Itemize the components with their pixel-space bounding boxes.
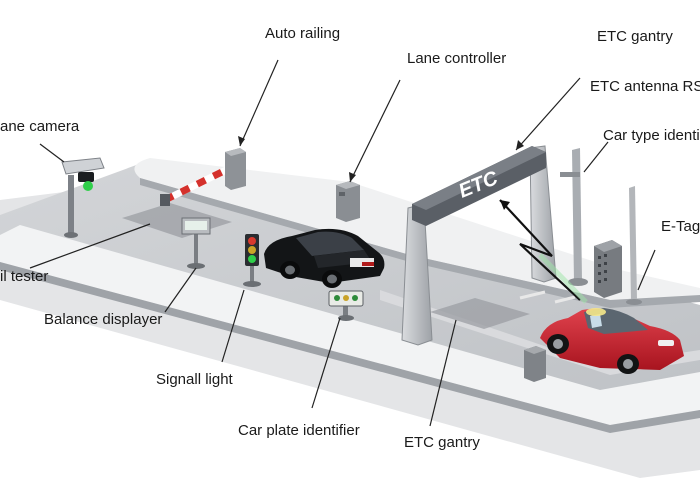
red-car <box>540 308 684 374</box>
leader-signal <box>221 289 245 363</box>
lane-camera <box>61 157 105 238</box>
label-coil-tester: il tester <box>0 268 49 285</box>
equipment-cabinet <box>594 240 622 298</box>
balance-displayer-device <box>181 217 211 269</box>
etc-ground-pad <box>430 298 530 329</box>
leader-auto-railing <box>239 59 279 147</box>
leader-e-tag <box>637 249 656 291</box>
label-balance-displayer: Balance displayer <box>44 311 163 328</box>
label-e-tag: E-Tag <box>661 218 700 235</box>
label-car-type-identifier: Car type identif <box>603 127 700 144</box>
label-auto-railing: Auto railing <box>265 25 341 42</box>
black-car <box>264 228 385 288</box>
car-type-identifier-pole <box>560 148 588 286</box>
label-etc-gantry-bottom: ETC gantry <box>404 434 480 451</box>
leader-balance <box>164 267 197 313</box>
label-lane-camera: ane camera <box>0 118 80 135</box>
etc-gantry-structure: ETC <box>401 145 557 346</box>
leader-lane-controller <box>349 79 401 183</box>
signal-light-device <box>243 234 261 287</box>
ground-sensor-post <box>524 346 546 382</box>
lane-controller-box <box>336 181 360 222</box>
leader-lines <box>29 59 656 427</box>
rsu-signal-beam <box>499 199 588 304</box>
auto-railing <box>160 148 246 206</box>
leader-lane-camera <box>39 143 65 163</box>
label-etc-antenna-rsu: ETC antenna RSU <box>590 78 700 95</box>
label-lane-controller: Lane controller <box>407 50 507 67</box>
leader-coil-tester <box>29 223 151 269</box>
e-tag-pole <box>626 186 642 305</box>
leader-car-plate <box>311 317 341 409</box>
leader-etc-gantry-bottom <box>429 319 457 427</box>
label-signal-light: Signall light <box>156 371 233 388</box>
leader-arrowheads <box>238 136 524 182</box>
label-etc-gantry-top: ETC gantry <box>597 28 673 45</box>
leader-car-type <box>583 141 609 173</box>
label-car-plate-identifier: Car plate identifier <box>238 422 360 439</box>
leader-etc-gantry-top <box>515 77 581 151</box>
car-plate-identifier-device <box>328 290 364 321</box>
